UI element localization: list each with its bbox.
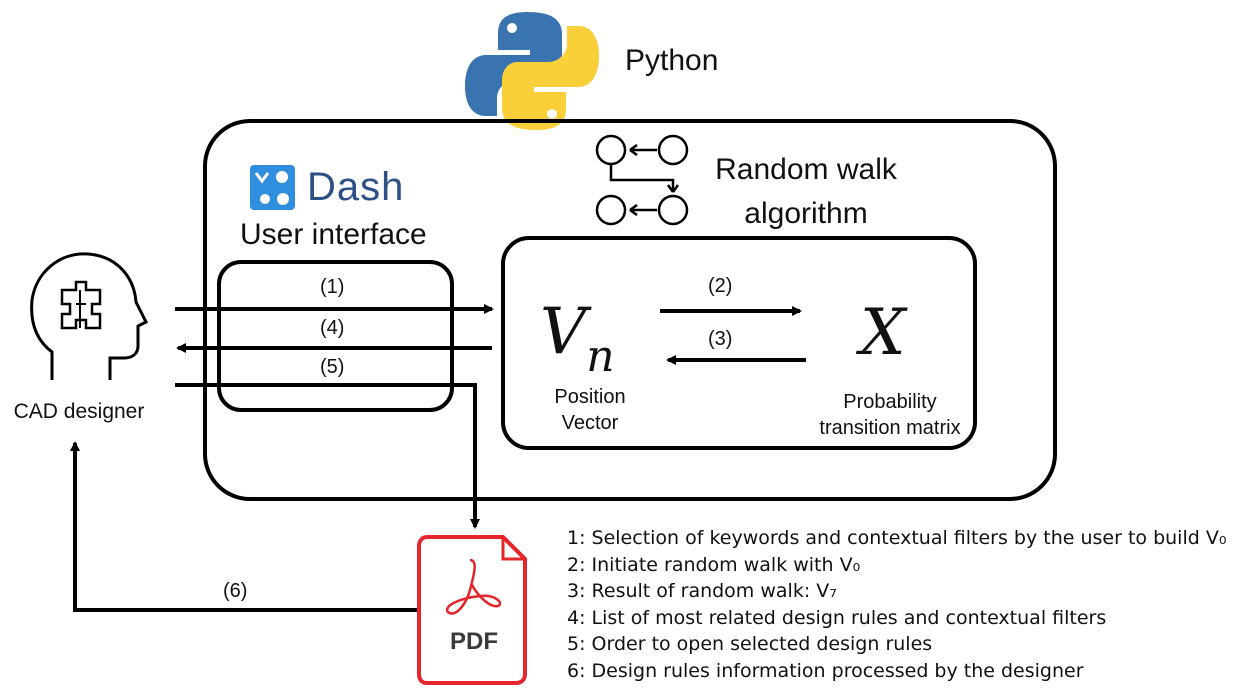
legend-item-4: 4: List of most related design rules and… [567,606,1107,629]
position-vector-caption-line2: Vector [561,412,619,434]
step-2-label: (2) [708,275,733,297]
legend: 1: Selection of keywords and contextual … [567,525,1226,684]
python-label: Python [625,44,719,77]
step-3-label: (3) [708,328,733,350]
pdf-label: PDF [450,628,498,655]
user-interface-box [217,260,454,412]
step-5-label: (5) [320,356,345,378]
random-walk-box [501,236,977,450]
random-walk-title-line1: Random walk [715,153,897,186]
legend-item-2: 2: Initiate random walk with V₀ [567,553,861,576]
cad-designer-label: CAD designer [13,400,145,423]
user-interface-label: User interface [240,218,427,251]
step-4-label: (4) [320,317,345,339]
python-logo-icon [465,12,599,130]
dash-label: Dash [307,165,405,209]
position-vector-caption: Position Vector [530,384,650,436]
step-6-label: (6) [223,580,248,602]
vn-base: V [540,295,587,369]
transition-matrix-caption: Probability transition matrix [800,389,980,441]
dash-logo-icon [250,165,295,210]
legend-item-6: 6: Design rules information processed by… [567,659,1084,682]
transition-matrix-symbol: X [860,296,906,370]
transition-matrix-caption-line1: Probability [843,391,937,413]
legend-item-3: 3: Result of random walk: V₇ [567,580,837,602]
position-vector-caption-line1: Position [554,386,626,408]
pdf-file-icon [417,535,527,685]
legend-item-1: 1: Selection of keywords and contextual … [567,527,1227,549]
vn-subscript: n [586,330,615,382]
random-walk-title: Random walk algorithm [686,148,926,236]
legend-item-5: 5: Order to open selected design rules [567,633,933,655]
head-puzzle-icon [30,252,149,380]
transition-matrix-caption-line2: transition matrix [819,417,961,439]
graph-nodes-icon [595,134,689,226]
step-1-label: (1) [320,276,345,298]
random-walk-title-line2: algorithm [744,197,868,230]
position-vector-symbol: Vn [540,295,615,382]
